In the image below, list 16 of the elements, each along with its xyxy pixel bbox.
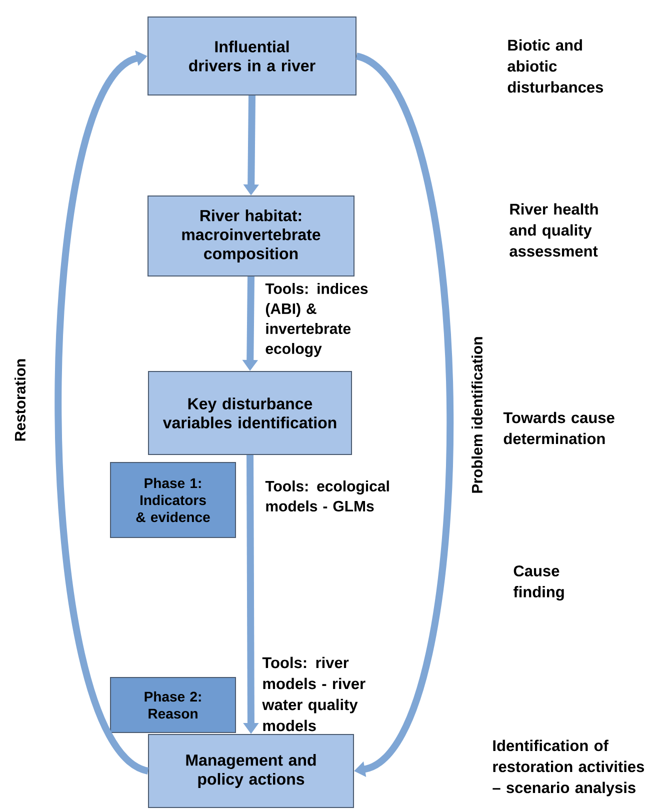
edge-label: Tools: ecological models - GLMs: [264, 480, 396, 512]
process-box: Influential drivers in a river: [148, 16, 356, 96]
side-note: Tools: river models - river water quality models: [262, 656, 366, 732]
side-note: Cause finding: [513, 565, 564, 601]
side-note: Identification of restoration activities – scenario analysis: [492, 740, 644, 796]
phase-box: Phase 2: Reason: [110, 677, 236, 733]
edge-label: Restoration: [14, 357, 26, 443]
process-box: River habitat: macroinvertebrate composition: [148, 196, 354, 276]
side-note: Biotic and abiotic disturbances: [508, 39, 604, 93]
side-note: River health and quality assessment: [510, 203, 598, 257]
process-box: Key disturbance variables identification: [148, 371, 352, 455]
side-note: Towards cause determination: [503, 412, 614, 444]
edge-label: Problem identification: [470, 335, 484, 495]
edge-label: Tools: indices (ABI) & invertebrate ecology: [264, 282, 376, 358]
process-box: Management and policy actions: [148, 734, 354, 808]
phase-box: Phase 1: Indicators & evidence: [110, 462, 236, 538]
